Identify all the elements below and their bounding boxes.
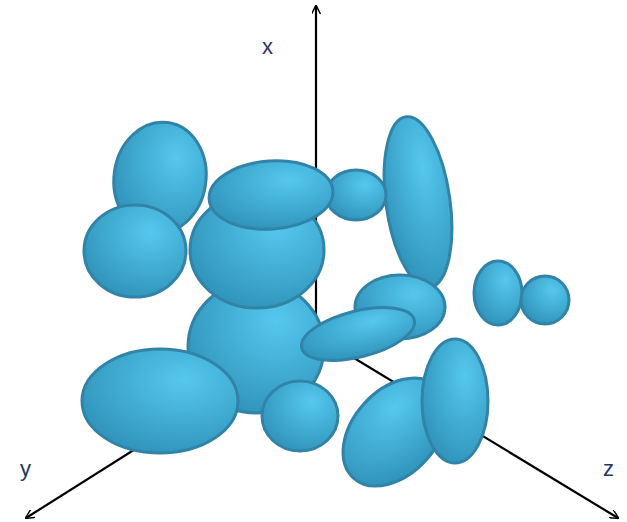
- ellipsoid: [422, 339, 488, 463]
- axes: [26, 6, 618, 518]
- ellipsoid: [82, 349, 238, 453]
- ellipsoid: [521, 276, 569, 324]
- ellipsoid: [296, 298, 420, 371]
- ellipsoid: [474, 261, 522, 325]
- axis-label: y: [20, 458, 31, 480]
- axis-label: x: [262, 36, 273, 58]
- ellipsoid: [262, 381, 338, 451]
- z-axis: [316, 335, 618, 518]
- ellipsoid: [207, 157, 335, 233]
- ellipsoids: [82, 112, 569, 506]
- ellipsoid: [84, 205, 186, 297]
- ellipsoid: [374, 112, 461, 291]
- axis-label: z: [603, 458, 614, 480]
- ellipsoid: [326, 170, 386, 220]
